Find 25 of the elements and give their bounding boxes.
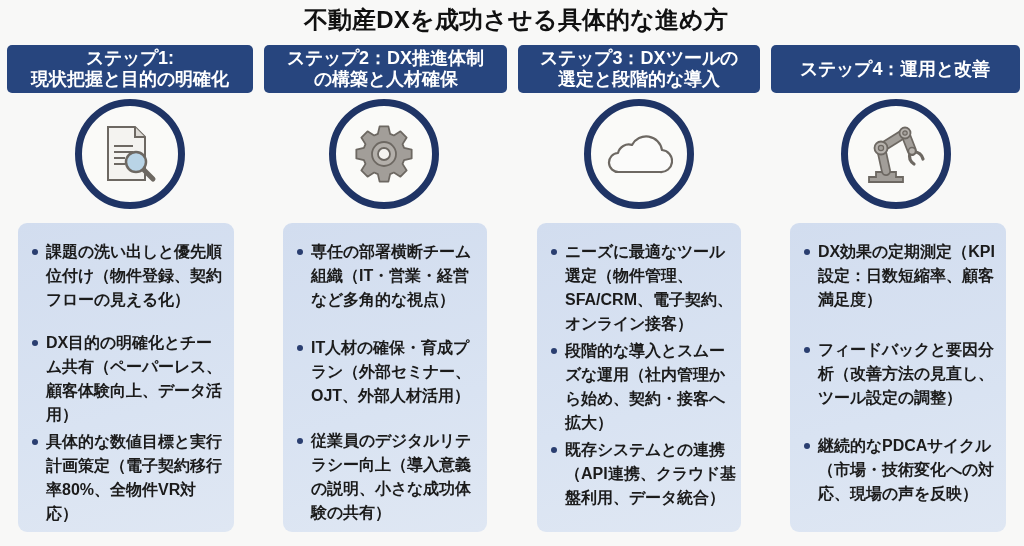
bullet-text: 継続的なPDCAサイクル（市場・技術変化への対応、現場の声を反映） bbox=[818, 436, 995, 504]
step-title: ステップ1: 現状把握と目的の明確化 bbox=[29, 48, 230, 90]
bullet-text: ニーズに最適なツール選定（物件管理、SFA/CRM、電子契約、オンライン接客） bbox=[565, 242, 734, 334]
step-header bbox=[7, 45, 253, 93]
bullet-text: 課題の洗い出しと優先順位付け（物件登録、契約フローの見える化） bbox=[46, 242, 223, 310]
bullet-text: DX目的の明確化とチーム共有（ペーパーレス、顧客体験向上、データ活用） bbox=[46, 333, 223, 425]
diagram-title: 不動産DXを成功させる具体的な進め方 bbox=[304, 5, 728, 35]
bullet-text: 既存システムとの連携（API連携、クラウド基盤利用、データ統合） bbox=[565, 440, 737, 508]
bullet-text: DX効果の定期測定（KPI設定：日数短縮率、顧客満足度） bbox=[818, 242, 996, 310]
bullet-text: 段階的な導入とスムーズな運用（社内管理から始め、契約・接客へ拡大） bbox=[565, 341, 726, 433]
step-title: ステップ3：DXツールの選定と段階的な導入 bbox=[539, 48, 739, 90]
content-card bbox=[18, 223, 234, 532]
step-title: ステップ4：運用と改善 bbox=[800, 58, 991, 80]
bullet-text: 従業員のデジタルリテラシー向上（導入意義の説明、小さな成功体験の共有） bbox=[311, 431, 472, 523]
content-card bbox=[283, 223, 487, 532]
bullet-text: 具体的な数値目標と実行計画策定（電子契約移行率80%、全物件VR対応） bbox=[46, 432, 223, 524]
step-header bbox=[518, 45, 760, 93]
bullet-text: フィードバックと要因分析（改善方法の見直し、ツール設定の調整） bbox=[818, 340, 995, 408]
step-header bbox=[264, 45, 507, 93]
bullet-text: IT人材の確保・育成プラン（外部セミナー、OJT、外部人材活用） bbox=[311, 338, 472, 406]
step-title: ステップ2：DX推進体制の構築と人材確保 bbox=[286, 48, 485, 90]
step-header bbox=[771, 45, 1020, 93]
content-card bbox=[790, 223, 1006, 532]
content-card bbox=[537, 223, 741, 532]
bullet-text: 専任の部署横断チーム組織（IT・営業・経営など多角的な視点） bbox=[311, 242, 472, 311]
